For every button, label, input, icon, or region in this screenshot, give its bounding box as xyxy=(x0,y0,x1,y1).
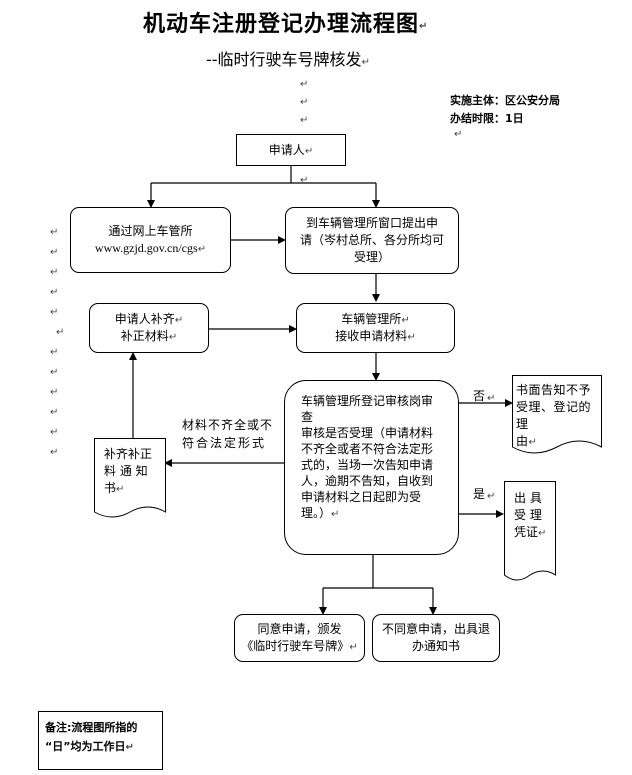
paragraph-mark: ↵ xyxy=(361,57,370,68)
paragraph-mark: ↵ xyxy=(50,367,59,378)
paragraph-mark: ↵ xyxy=(50,247,59,258)
paragraph-mark: ↵ xyxy=(174,315,184,326)
node-reject-notice: 书面告知不予 受理、登记的理 由↵ xyxy=(516,383,592,448)
paragraph-mark: ↵ xyxy=(487,393,496,404)
node-approve: 同意申请，颁发 《临时行驶车号牌》↵ xyxy=(234,614,365,662)
paragraph-mark: ↵ xyxy=(50,227,59,238)
paragraph-mark: ↵ xyxy=(349,642,358,653)
meta-time-limit: 办结时限：1日 xyxy=(450,112,524,125)
paragraph-mark: ↵ xyxy=(125,742,134,753)
node-window-application: 到车辆管理所窗口提出申 请（岑村总所、各分所均可 受理） xyxy=(285,207,459,274)
paragraph-mark: ↵ xyxy=(56,327,65,338)
document-shape-reject xyxy=(512,375,602,454)
paragraph-mark: ↵ xyxy=(116,484,125,495)
paragraph-mark: ↵ xyxy=(300,175,309,186)
node-online-service: 通过网上车管所 www.gzjd.gov.cn/cgs↵ xyxy=(70,207,231,273)
paragraph-mark: ↵ xyxy=(401,315,410,326)
paragraph-mark: ↵ xyxy=(331,509,340,520)
page-title: 机动车注册登记办理流程图↵ xyxy=(143,12,429,37)
paragraph-mark: ↵ xyxy=(300,79,309,90)
paragraph-mark: ↵ xyxy=(50,387,59,398)
node-supplement-notice: 补齐补正 料 通 知 书↵ xyxy=(104,447,153,495)
document-shape-receipt xyxy=(504,481,556,581)
paragraph-mark: ↵ xyxy=(197,244,207,255)
paragraph-mark: ↵ xyxy=(407,332,416,343)
paragraph-mark: ↵ xyxy=(300,97,309,108)
paragraph-mark: ↵ xyxy=(50,447,59,458)
node-applicant-supplement: 申请人补齐↵ 补正材料↵ xyxy=(89,303,209,353)
paragraph-mark: ↵ xyxy=(528,437,538,448)
paragraph-mark: ↵ xyxy=(168,332,178,343)
paragraph-mark: ↵ xyxy=(538,528,547,539)
node-receive-materials: 车辆管理所↵ 接收申请材料↵ xyxy=(296,303,455,353)
page-subtitle: --临时行驶车号牌核发↵ xyxy=(206,50,370,69)
node-applicant: 申请人↵ xyxy=(236,134,346,166)
document-shape-supplement-notice xyxy=(94,438,166,518)
footnote-box: 备注:流程图所指的 “日”均为工作日↵ xyxy=(38,711,163,770)
label-yes: 是 xyxy=(473,487,486,501)
paragraph-mark: ↵ xyxy=(304,145,314,157)
node-receipt: 出 具 受 理 凭证↵ xyxy=(514,491,547,539)
paragraph-mark: ↵ xyxy=(300,115,309,126)
paragraph-mark: ↵ xyxy=(419,21,429,32)
paragraph-mark: ↵ xyxy=(50,267,59,278)
paragraph-mark: ↵ xyxy=(50,407,59,418)
paragraph-mark: ↵ xyxy=(50,347,59,358)
node-deny: 不同意申请，出具退 办通知书 xyxy=(372,614,500,662)
paragraph-mark: ↵ xyxy=(50,287,59,298)
paragraph-mark: ↵ xyxy=(50,307,59,318)
label-incomplete-line1: 材料不齐全或不 xyxy=(182,418,274,432)
paragraph-mark: ↵ xyxy=(454,129,463,140)
meta-subject: 实施主体：区公安分局 xyxy=(450,94,560,107)
label-no: 否 xyxy=(473,389,486,403)
paragraph-mark: ↵ xyxy=(50,427,59,438)
label-incomplete-line2: 符合法定形式 xyxy=(182,436,267,450)
paragraph-mark: ↵ xyxy=(487,491,496,502)
node-review: 车辆管理所登记审核岗审 查 审核是否受理（申请材料 不齐全或者不符合法定形 式的… xyxy=(284,380,459,555)
